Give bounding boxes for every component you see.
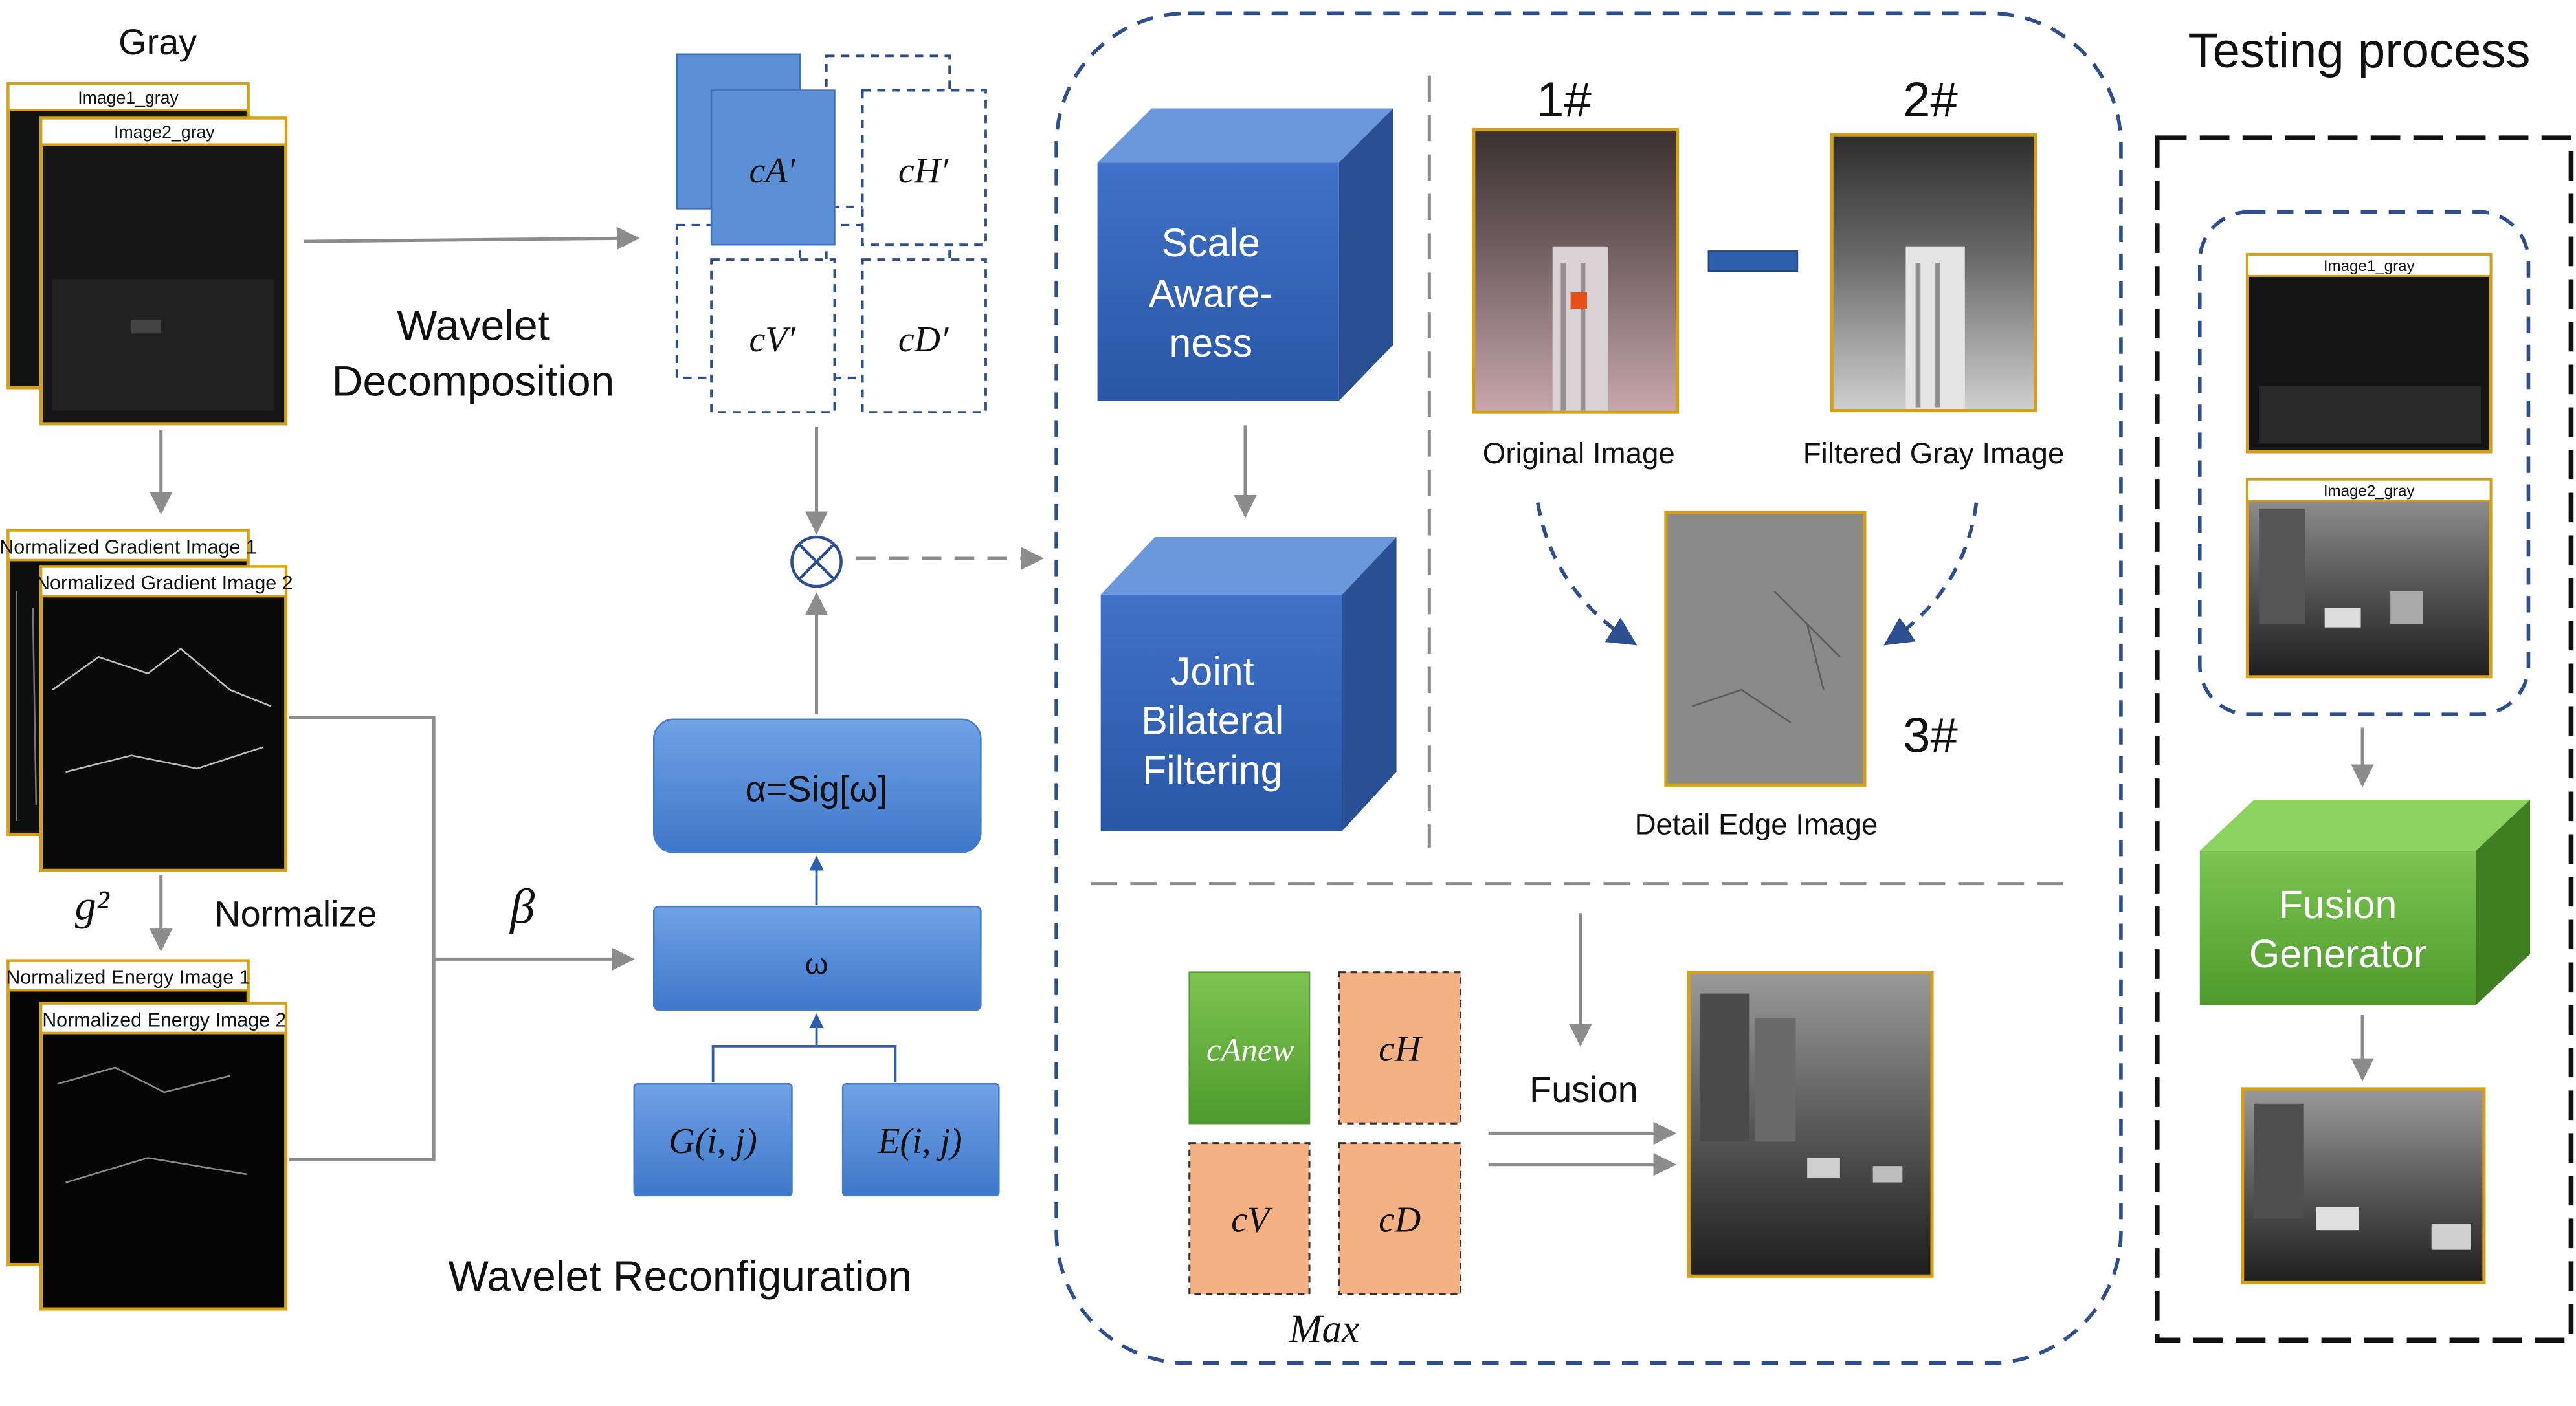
cV-box: [1188, 1142, 1311, 1295]
filtered-gray-image: [1830, 133, 2037, 413]
enhancement-panel: [1054, 11, 2123, 1365]
energy2-label: Normalized Energy Image 2: [42, 1009, 286, 1031]
testing-image1: [2245, 252, 2493, 454]
testing-image2-label: Image2_gray: [2324, 483, 2415, 500]
filtered-gray-image-label: Filtered Gray Image: [1803, 437, 2065, 470]
original-image: [1472, 127, 1680, 414]
cH-prime-label: cH′: [898, 151, 949, 191]
gradient1-label: Normalized Gradient Image 1: [0, 536, 257, 558]
wavelet-subbands: [675, 53, 987, 414]
fusion-label: Fusion: [1529, 1069, 1638, 1110]
testing-output-image: [2241, 1087, 2486, 1284]
scale-line1: Scale: [1162, 221, 1260, 265]
original-image-label: Original Image: [1483, 437, 1675, 470]
omega-label: ω: [805, 947, 828, 980]
wavelet-label: Wavelet: [397, 301, 550, 349]
gray-title: Gray: [118, 21, 197, 62]
image1-gray-label: Image1_gray: [78, 88, 179, 107]
testing-title: Testing process: [2188, 23, 2531, 78]
multiply-operator: [790, 535, 843, 588]
gradient2-label: Normalized Gradient Image 2: [36, 572, 293, 594]
label-2: 2#: [1903, 72, 1958, 127]
arrow-to-decomposition: [304, 226, 640, 250]
energy-image-stack: Normalized Energy Image 1 Normalized Ene…: [6, 959, 288, 1311]
gradient-image-stack: Normalized Gradient Image 1 Normalized G…: [0, 529, 293, 872]
cAnew-label: cAnew: [1206, 1032, 1294, 1068]
alpha-box: [652, 718, 982, 853]
minus-operator: [1707, 250, 1799, 272]
cV-prime-label: cV′: [749, 320, 795, 360]
joint-bilateral-filtering-cube: [1100, 537, 1397, 831]
feature-bracket: [289, 716, 436, 1161]
decomposition-label: Decomposition: [332, 357, 614, 405]
g-box: [633, 1083, 793, 1197]
generator-line1: Fusion: [2279, 883, 2397, 927]
label-1: 1#: [1537, 72, 1592, 127]
testing-image1-label: Image1_gray: [2324, 258, 2415, 275]
label-3: 3#: [1903, 708, 1958, 763]
alpha-label: α=Sig[ω]: [745, 769, 887, 809]
jbf-line2: Bilateral: [1141, 699, 1283, 743]
omega-box: [652, 905, 982, 1011]
jbf-line3: Filtering: [1142, 748, 1283, 792]
g-label: G(i, j): [669, 1121, 757, 1161]
testing-input-group: [2197, 210, 2531, 716]
generator-line2: Generator: [2249, 932, 2426, 976]
scale-line3: ness: [1169, 321, 1252, 365]
cD-prime-label: cD′: [898, 320, 949, 360]
cH-label: cH: [1379, 1029, 1423, 1070]
beta-label: β: [509, 880, 535, 934]
cA-prime-label: cA′: [749, 151, 795, 191]
cV-label: cV: [1231, 1200, 1273, 1240]
curved-arrow-right: [1883, 502, 1979, 646]
jbf-line1: Joint: [1171, 649, 1254, 693]
cD-label: cD: [1379, 1200, 1421, 1240]
detail-edge-image: [1664, 511, 1867, 787]
e-box: [841, 1083, 1000, 1197]
cD-box: [1338, 1142, 1462, 1295]
cH-box: [1338, 971, 1462, 1125]
ge-connector: [711, 1044, 897, 1082]
curved-arrow-left: [1536, 502, 1638, 646]
testing-panel: [2154, 135, 2574, 1343]
testing-image2: [2245, 478, 2493, 679]
gray-image-stack: Image1_gray Image2_gray: [6, 82, 288, 426]
e-label: E(i, j): [877, 1121, 962, 1161]
wavelet-reconfiguration-label: Wavelet Reconfiguration: [449, 1252, 912, 1300]
fused-result-image: [1687, 971, 1934, 1278]
cAnew-box: [1188, 971, 1311, 1125]
scale-awareness-cube: [1097, 108, 1393, 401]
energy1-label: Normalized Energy Image 1: [6, 966, 250, 988]
g-squared-label: g²: [75, 882, 110, 929]
fusion-generator-cube: [2199, 800, 2530, 1005]
normalize-label: Normalize: [214, 894, 377, 934]
detail-edge-image-label: Detail Edge Image: [1635, 807, 1878, 840]
max-label: Max: [1289, 1308, 1359, 1351]
image2-gray-label: Image2_gray: [114, 122, 215, 142]
scale-line2: Aware-: [1149, 272, 1273, 316]
